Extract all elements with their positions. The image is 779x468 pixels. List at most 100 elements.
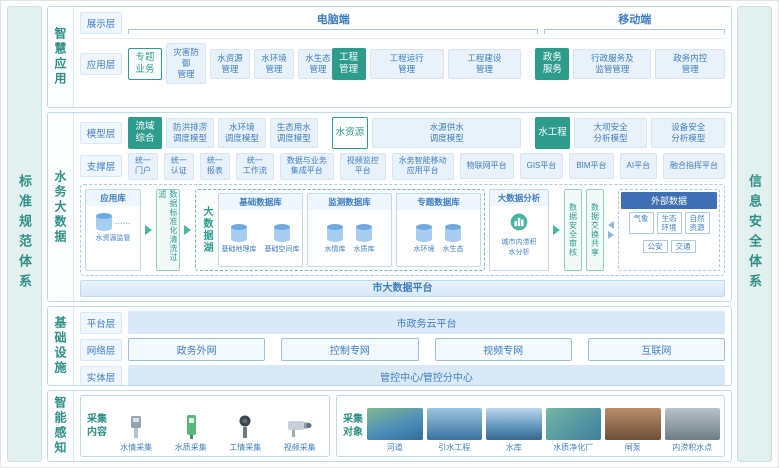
- model-layer-label: 模型层: [80, 122, 122, 144]
- chip-unified-portal: 统一 门户: [128, 153, 158, 180]
- standards-frame: 标准规范体系: [7, 6, 42, 462]
- data-security-audit-box: 数据安全审核: [564, 188, 582, 271]
- data-security-audit-label: 数据安全审核: [568, 202, 578, 257]
- object-reservoir: 水库: [486, 399, 542, 453]
- mobile-group: 移动端: [544, 11, 725, 34]
- section-infrastructure: 基础设施 平台层 市政务云平台 网络层 政务外网 控制专网 视频专网 互联网: [47, 306, 732, 386]
- db-caption: 水质库: [353, 246, 375, 254]
- water-quality-meter-icon: [179, 412, 203, 440]
- main-area: 智慧应用 展示层 电脑端 移动端 应用层 专: [47, 6, 732, 462]
- section-water-big-data-label: 水务大数据: [53, 169, 67, 245]
- chip-unified-auth: 统一 认证: [163, 153, 194, 180]
- purification-plant-photo: [545, 408, 601, 440]
- external-data-grid: 气象 生态 环境 自然 资源 公安 交通: [621, 211, 717, 253]
- object-diversion-caption: 引水工程: [438, 443, 471, 452]
- collect-video-caption: 视频采集: [283, 443, 316, 452]
- ext-chip-transportation: 交通: [670, 239, 696, 253]
- security-frame-label: 信息安全体系: [747, 174, 762, 294]
- chip-video-monitor-platform: 视频监控 平台: [339, 153, 386, 180]
- collection-objects-items: 河道 引水工程 水库 水质净化厂: [367, 399, 720, 453]
- application-db-box: 应用库 …… 水资源监管: [85, 188, 141, 271]
- net-control-network: 控制专网: [281, 338, 419, 361]
- standards-frame-label: 标准规范体系: [17, 174, 32, 294]
- big-data-analysis-box: 大数据分析 城市内涝积 水分析: [489, 188, 549, 271]
- support-layer-label: 支撑层: [80, 155, 122, 178]
- collection-content-label: 采集 内容: [87, 413, 107, 439]
- database-icon: [231, 224, 247, 243]
- arrow-right-icon: [553, 224, 560, 235]
- big-data-analysis-title: 大数据分析: [490, 189, 548, 206]
- ext-chip-natural-resources: 自然 资源: [684, 211, 710, 234]
- pc-group: 电脑端: [128, 11, 539, 34]
- thematic-database-box: 专题数据库 水环境 水生态: [396, 192, 481, 267]
- thematic-database-title: 专题数据库: [397, 193, 480, 210]
- big-data-lake-box: 大数据湖 基础数据库 基础地理库 基础空间库: [195, 188, 485, 271]
- chip-unified-workflow: 统一 工作流: [235, 153, 274, 180]
- group-engineering-mgmt: 工程 管理 工程运行 管理 工程建设 管理: [331, 47, 522, 80]
- section-smart-application: 智慧应用 展示层 电脑端 移动端 应用层 专: [47, 6, 732, 108]
- application-db-caption: 水资源监管: [95, 234, 131, 242]
- basic-database-content: 基础地理库 基础空间库: [220, 210, 302, 266]
- tag-water-resource: 水资源: [331, 117, 369, 149]
- tag-government-service: 政务 服务: [535, 47, 570, 80]
- database-icon: [356, 224, 372, 243]
- data-lake-row: 应用库 …… 水资源监管 数据标准化清洗过滤 大数据湖: [80, 183, 725, 276]
- support-layer-row: 支撑层 统一 门户 统一 认证 统一 报表 统一 工作流 数据与业务 集成平台 …: [80, 153, 726, 180]
- net-government-extranet: 政务外网: [128, 338, 266, 361]
- net-video-network: 视频专网: [434, 338, 572, 361]
- data-exchange-share-label: 数据交换共享: [590, 202, 600, 257]
- reservoir-photo: [486, 408, 542, 440]
- group-water-resource-model: 水资源 水源供水 调度模型: [331, 117, 522, 149]
- perception-body: 采集 内容 水情采集 水质采集: [74, 391, 731, 461]
- government-cloud-bar: 市政务云平台: [128, 311, 725, 334]
- chip-government-internal-control: 政务内控 管理: [655, 48, 726, 79]
- cctv-camera-icon: [286, 412, 314, 440]
- section-water-big-data-labelcol: 水务大数据: [48, 113, 74, 301]
- net-internet: 互联网: [587, 338, 725, 361]
- application-db-title: 应用库: [86, 189, 140, 206]
- chip-eco-water-dispatch-model: 生态用水 调度模型: [269, 117, 318, 149]
- collect-water-level: 水情采集: [111, 399, 162, 453]
- monitoring-database-box: 监测数据库 水情库 水质库: [307, 192, 392, 267]
- bidirectional-arrow-icon: [608, 220, 614, 239]
- chip-water-environment-mgmt: 水环境 管理: [254, 48, 294, 79]
- db-item: 水环境: [414, 224, 435, 254]
- data-standardize-clean-box: 数据标准化清洗过滤: [156, 188, 180, 271]
- section-water-big-data: 水务大数据 模型层 流域 综合 防洪排涝 调度模型 水环境 调度模型 生态用水 …: [47, 112, 732, 302]
- chip-admin-service-supervision: 行政服务及 监管管理: [573, 48, 652, 79]
- section-intelligent-perception-label: 智能感知: [53, 396, 67, 456]
- chip-flood-dispatch-model: 防洪排涝 调度模型: [166, 117, 214, 149]
- section-infrastructure-labelcol: 基础设施: [48, 307, 74, 385]
- river-photo: [367, 408, 423, 440]
- external-data-title: 外部数据: [621, 191, 717, 209]
- external-data-box: 外部数据 气象 生态 环境 自然 资源 公安 交通: [618, 188, 720, 271]
- diversion-project-photo: [426, 408, 482, 440]
- big-data-analysis-caption: 城市内涝积 水分析: [501, 238, 537, 256]
- object-waterlogging-point: 内涝积水点: [664, 399, 720, 453]
- tag-water-engineering: 水工程: [535, 117, 570, 149]
- db-caption: 水生态: [442, 246, 464, 254]
- ext-chip-ecology-environment: 生态 环境: [656, 211, 682, 234]
- object-gate-pump: 闸泵: [605, 399, 661, 453]
- mobile-title: 移动端: [618, 14, 652, 26]
- collection-objects-box: 采集 对象 河道 引水工程 水库: [336, 395, 725, 457]
- basic-database-title: 基础数据库: [219, 193, 302, 210]
- db-item: 基础地理库: [222, 224, 257, 254]
- object-reservoir-caption: 水库: [505, 443, 522, 452]
- infrastructure-body: 平台层 市政务云平台 网络层 政务外网 控制专网 视频专网 互联网 实体层 管控…: [74, 307, 731, 385]
- chip-mobile-app-platform: 水务智能移动 应用平台: [391, 153, 454, 180]
- collect-video: 视频采集: [275, 399, 326, 453]
- city-big-data-platform-bar: 市大数据平台: [80, 280, 725, 297]
- db-item: 基础空间库: [264, 224, 300, 254]
- arrow-right-icon: [184, 224, 191, 235]
- chip-disaster-defense-mgmt: 灾害防御 管理: [166, 43, 206, 85]
- network-items: 政务外网 控制专网 视频专网 互联网: [128, 338, 725, 361]
- chip-data-business-integration-platform: 数据与业务 集成平台: [279, 153, 334, 180]
- chip-water-resource-mgmt: 水资源 管理: [210, 48, 250, 79]
- control-center-bar: 管控中心/管控分中心: [128, 365, 725, 385]
- chip-engineering-operation-mgmt: 工程运行 管理: [369, 48, 444, 79]
- db-item: 水生态: [442, 224, 464, 254]
- db-caption: 基础空间库: [264, 246, 300, 254]
- waterlogging-point-photo: [664, 408, 720, 440]
